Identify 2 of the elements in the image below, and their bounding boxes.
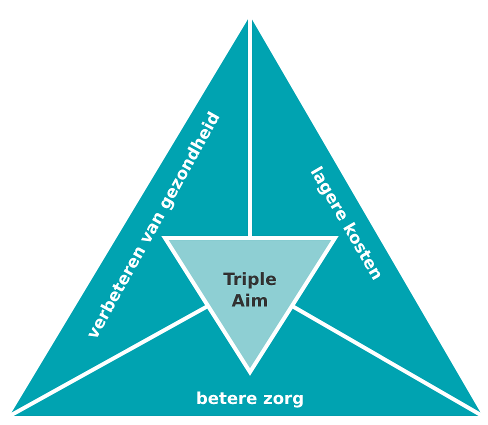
region-label: Triple Aim bbox=[223, 270, 277, 312]
region-label: betere zorg bbox=[196, 389, 304, 408]
